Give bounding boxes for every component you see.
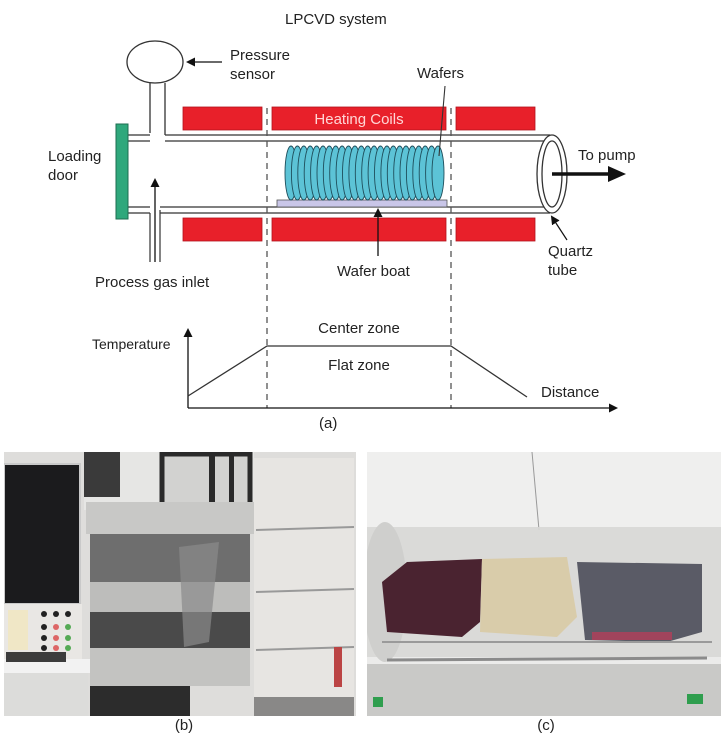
quartz-tube-label-2: tube [548,262,577,279]
diagram-title: LPCVD system [285,11,387,28]
furnace-illustration [4,452,356,716]
pressure-sensor-label-2: sensor [230,66,275,83]
center-zone-label: Center zone [318,320,400,337]
caption-b: (b) [174,717,194,734]
wafer [431,145,445,201]
temperature-profile-line [187,345,528,398]
heating-coil-bottom-left [182,217,263,242]
loading-door-label-2: door [48,167,78,184]
pressure-sensor-bulb [126,40,184,84]
quartz-tube-illustration [367,452,721,716]
wafer-carrier-grey [577,562,702,642]
wafer-boat [276,199,448,208]
keyboard-shelf [4,659,96,673]
quartz-tube-arrow [550,215,568,241]
photo-quartz-tube-wafers [367,452,721,716]
wafer-carrier-beige [480,557,577,637]
loading-door [115,123,129,220]
loading-door-label-1: Loading [48,148,101,165]
monitor [4,463,81,605]
heating-coil-top-left [182,106,263,131]
caption-a: (a) [319,415,337,432]
process-gas-inlet-label: Process gas inlet [95,274,210,291]
flat-zone-label: Flat zone [328,357,390,374]
pressure-sensor-label-1: Pressure [230,47,290,64]
heating-coils-label: Heating Coils [314,111,403,128]
caption-c: (c) [537,717,555,734]
keyboard [6,652,66,662]
heating-coil-bottom-center [271,217,447,242]
heating-coil-top-right [455,106,536,131]
wafer-boat-label: Wafer boat [337,263,411,280]
photo-lpcvd-furnace [4,452,356,716]
heating-coil-bottom-right [455,217,536,242]
lpcvd-diagram: LPCVD system Pressure sensor Heating Coi… [48,11,636,432]
to-pump-label: To pump [578,147,636,164]
wafer-carrier-purple [382,559,482,637]
distance-axis-label: Distance [541,384,599,401]
wafer-stack [284,145,445,201]
wafers-label: Wafers [417,65,464,82]
temperature-axis-label: Temperature [92,336,171,352]
wafers-leader-line [438,85,446,157]
quartz-tube-label-1: Quartz [548,243,593,260]
heating-coil-top-center [271,106,447,131]
